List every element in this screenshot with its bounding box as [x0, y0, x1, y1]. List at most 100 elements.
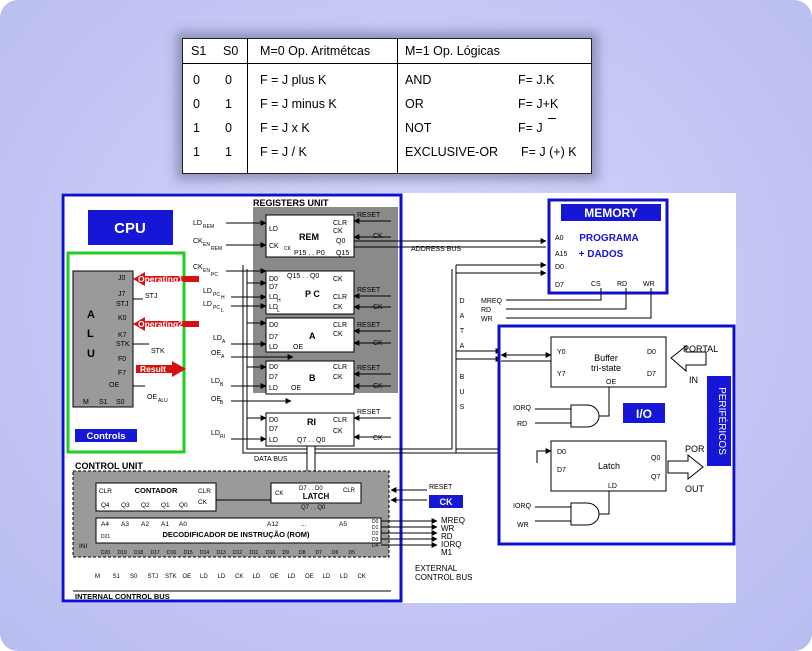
register-pin: CLR [333, 364, 347, 371]
register-pin: Q15 . . Q0 [287, 273, 319, 280]
ld-ri-signal: LD [211, 430, 220, 437]
table-cell: NOT [405, 121, 432, 135]
operating2-arrow [133, 317, 199, 331]
latch-pin: Q7 [651, 474, 660, 481]
architecture-svg: CPU REGISTERS UNIT A L U J0 J7 STJ K0 K7… [61, 193, 736, 603]
decoder-pin: ... [301, 521, 307, 528]
register-pin: LD [269, 385, 278, 392]
register-pin: CK [333, 228, 343, 235]
gate-signal: RD [517, 421, 527, 428]
table-cell-formula: F= J [518, 121, 543, 135]
cpu-title: CPU [114, 220, 146, 237]
signal-sub: EN [203, 268, 210, 274]
ri-register [265, 412, 355, 447]
register-pin: LD [269, 294, 278, 301]
contador-pin: CLR [99, 488, 112, 495]
alu-pin: F7 [118, 370, 126, 377]
register-pin: LD [269, 304, 278, 311]
a-label: A [309, 331, 316, 341]
register-pin: LD [269, 226, 278, 233]
alu-signal: OE [147, 394, 157, 401]
table-header-logic: M=1 Op. Lógicas [405, 44, 500, 58]
contador-pin: CK [198, 499, 208, 506]
memory-signal: WR [481, 316, 493, 323]
and-gate-icon [570, 404, 600, 428]
alu-pin: STJ [116, 301, 128, 308]
memory-pin: D7 [555, 282, 564, 289]
decoder-pin: A5 [339, 521, 347, 528]
bottom-signal: CK [358, 574, 366, 580]
latch-control-pin: CLR [343, 488, 356, 494]
register-pin: LD [269, 437, 278, 444]
rem-register [265, 214, 355, 258]
signal-sub: H [221, 295, 225, 301]
portal-in-label: IN [689, 375, 698, 385]
table-column-divider [247, 39, 248, 173]
decoder-pin: A4 [101, 521, 109, 528]
memory-pin: WR [643, 281, 655, 288]
pc-register [265, 270, 355, 315]
external-bus-label: CONTROL BUS [415, 573, 473, 582]
table-cell: 0 [193, 73, 200, 87]
decoder-d-pin: D14 [200, 550, 209, 556]
operating1-arrow [133, 272, 199, 286]
reset-label: RESET [357, 409, 381, 416]
register-pin: OE [291, 385, 301, 392]
decoder-pin: D21 [101, 534, 110, 540]
cpu-label-box [88, 210, 173, 245]
table-cell: F = J / K [260, 145, 307, 159]
operating2-label: Operating2 [138, 319, 183, 329]
signal-sub: PC [211, 272, 218, 278]
contador-label: CONTADOR [135, 486, 178, 495]
and-gate-icon [570, 502, 600, 526]
external-bus-label: EXTERNAL [415, 564, 458, 573]
alu-pin: F0 [118, 356, 126, 363]
contador-pin: Q0 [179, 502, 188, 509]
ck-label: CK [440, 497, 453, 507]
alu-operation-table: S1 S0 M=0 Op. Aritmétcas M=1 Op. Lógicas… [182, 38, 592, 174]
decoder-pin-right: D3 [372, 537, 379, 543]
alu-border [66, 251, 186, 454]
register-pin: D7 [269, 374, 278, 381]
memory-pin: CS [591, 281, 601, 288]
controls-label: Controls [86, 431, 125, 442]
latch-io-label: Latch [598, 461, 620, 471]
register-pin: D7 [269, 334, 278, 341]
latch-control-block [270, 482, 362, 504]
register-pin: CLR [333, 294, 347, 301]
memory-signal: RD [481, 307, 491, 314]
alu-pin: M [83, 399, 89, 406]
buffer-pin: Y7 [557, 371, 566, 378]
register-pin: LD [269, 344, 278, 351]
contador-pin: CLR [198, 488, 211, 495]
memory-title: MEMORY [584, 206, 638, 220]
table-cell: OR [405, 97, 424, 111]
overbar [548, 118, 556, 119]
latch-pin: LD [608, 483, 617, 490]
register-pin: Q15 [336, 250, 349, 257]
bottom-signal: LD [288, 574, 296, 580]
ld-pch-signal: LD [203, 288, 212, 295]
port-out-arrow [667, 453, 704, 481]
decoder-block [95, 517, 382, 544]
contador-pin: Q2 [141, 502, 150, 509]
data-bus-line [242, 265, 456, 454]
data-bus-letter: A [460, 313, 465, 320]
register-pin: CLR [333, 220, 347, 227]
alu-block [72, 270, 134, 408]
alu-letter: U [87, 348, 95, 360]
portal-in-arrow [670, 344, 707, 373]
table-cell: AND [405, 73, 432, 87]
register-pin: D7 [269, 284, 278, 291]
buffer-tristate-block [550, 336, 667, 388]
b-register [265, 360, 355, 395]
buffer-pin: D0 [647, 349, 656, 356]
latch-pin: D0 [557, 449, 566, 456]
signal-sub: A [221, 354, 225, 360]
table-cell: 0 [193, 97, 200, 111]
signal-sub: REM [211, 246, 222, 252]
ck-label-box [429, 495, 463, 508]
gate-signal: IORQ [513, 405, 531, 412]
memory-pin: D0 [555, 264, 564, 271]
control-unit-title: CONTROL UNIT [75, 461, 143, 471]
